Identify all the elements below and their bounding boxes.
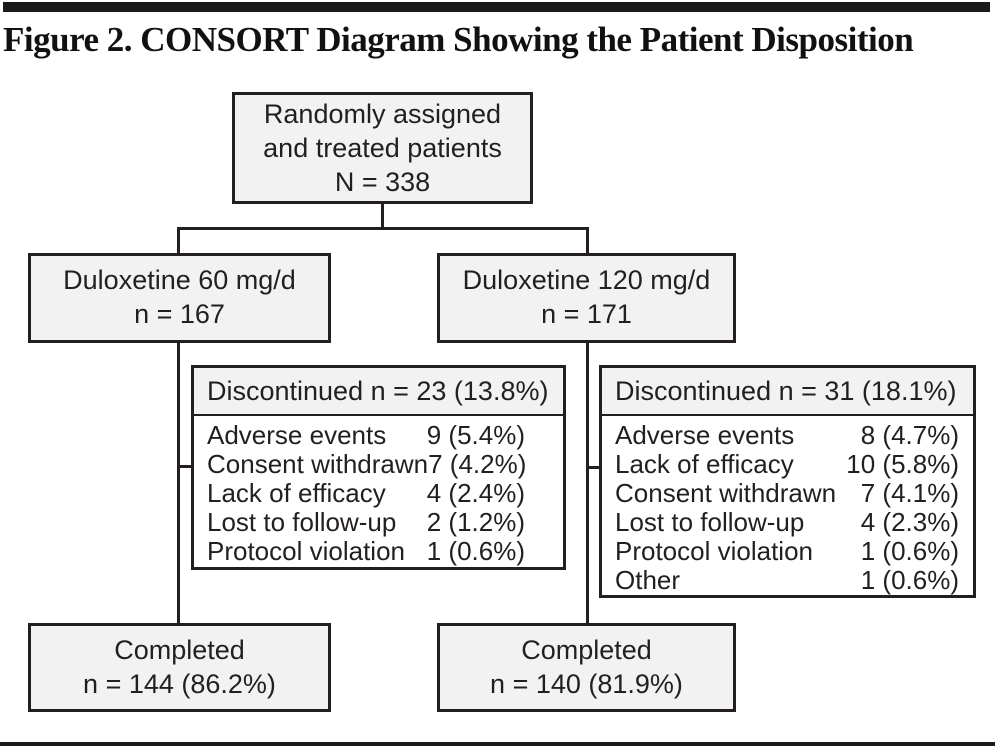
bottom-rule [0, 742, 995, 746]
reason-value: 10 (5.8%) [846, 449, 959, 479]
completed-box-60mg: Completed n = 144 (86.2%) [28, 623, 331, 712]
reason-row: Protocol violation 1 (0.6%) [615, 537, 959, 566]
reason-label: Lack of efficacy [615, 449, 794, 479]
arm-120-n: n = 171 [541, 299, 632, 329]
reason-row: Lost to follow-up 2 (1.2%) [207, 508, 525, 537]
arm-120-label: Duloxetine 120 mg/d [462, 265, 711, 295]
discontinued-120-header: Discontinued n = 31 (18.1%) [602, 368, 973, 416]
top-rule [3, 2, 990, 12]
discontinued-box-120mg: Discontinued n = 31 (18.1%) Adverse even… [599, 365, 976, 598]
connector-left-drop [177, 227, 180, 254]
reason-row: Protocol violation 1 (0.6%) [207, 537, 525, 566]
reason-row: Lack of efficacy 4 (2.4%) [207, 479, 525, 508]
reason-label: Protocol violation [207, 536, 405, 566]
arm-box-duloxetine-120: Duloxetine 120 mg/d n = 171 [437, 253, 736, 343]
reason-value: 1 (0.6%) [426, 536, 525, 566]
randomized-line-3: N = 338 [334, 167, 431, 197]
reason-label: Lack of efficacy [207, 478, 386, 508]
reason-row: Lack of efficacy 10 (5.8%) [615, 450, 959, 479]
reason-value: 4 (2.3%) [860, 507, 959, 537]
completed-box-120mg: Completed n = 140 (81.9%) [437, 623, 736, 712]
randomized-line-1: Randomly assigned [263, 99, 502, 129]
reason-value: 9 (5.4%) [426, 420, 525, 450]
reason-row: Consent withdrawn 7 (4.1%) [615, 479, 959, 508]
reason-label: Consent withdrawn [207, 449, 429, 479]
reason-value: 1 (0.6%) [860, 536, 959, 566]
completed-60-label: Completed [114, 635, 245, 665]
reason-value: 4 (2.4%) [426, 478, 525, 508]
reason-label: Lost to follow-up [207, 507, 397, 537]
connector-left-trunk [177, 341, 180, 624]
reason-label: Lost to follow-up [615, 507, 805, 537]
reason-row: Adverse events 8 (4.7%) [615, 421, 959, 450]
discontinued-box-60mg: Discontinued n = 23 (13.8%) Adverse even… [191, 365, 566, 570]
completed-120-n: n = 140 (81.9%) [490, 669, 683, 699]
discontinued-120-list: Adverse events 8 (4.7%) Lack of efficacy… [602, 416, 973, 595]
connector-top-vertical [381, 203, 384, 229]
reason-value: 7 (4.2%) [428, 449, 527, 479]
completed-60-n: n = 144 (86.2%) [83, 669, 276, 699]
completed-120-label: Completed [521, 635, 652, 665]
discontinued-60-header: Discontinued n = 23 (13.8%) [194, 368, 563, 416]
connector-right-trunk [586, 341, 589, 624]
connector-left-branch [177, 465, 193, 468]
randomized-box: Randomly assigned and treated patients N… [232, 92, 533, 204]
reason-value: 8 (4.7%) [860, 420, 959, 450]
reason-label: Other [615, 565, 681, 595]
connector-horizontal [177, 227, 589, 230]
reason-label: Adverse events [207, 420, 387, 450]
reason-row: Adverse events 9 (5.4%) [207, 421, 525, 450]
reason-row: Consent withdrawn 7 (4.2%) [207, 449, 527, 479]
discontinued-60-list: Adverse events 9 (5.4%) Consent withdraw… [194, 416, 563, 566]
reason-label: Protocol violation [615, 536, 813, 566]
figure-title: Figure 2. CONSORT Diagram Showing the Pa… [3, 20, 914, 59]
reason-row: Other 1 (0.6%) [615, 566, 959, 595]
reason-value: 7 (4.1%) [860, 478, 959, 508]
arm-60-n: n = 167 [134, 299, 225, 329]
reason-value: 2 (1.2%) [426, 507, 525, 537]
arm-box-duloxetine-60: Duloxetine 60 mg/d n = 167 [28, 253, 331, 343]
randomized-line-2: and treated patients [263, 133, 502, 163]
connector-right-drop [586, 227, 589, 254]
connector-right-branch [586, 466, 601, 469]
reason-value: 1 (0.6%) [860, 565, 959, 595]
reason-label: Consent withdrawn [615, 478, 837, 508]
reason-row: Lost to follow-up 4 (2.3%) [615, 508, 959, 537]
reason-label: Adverse events [615, 420, 795, 450]
arm-60-label: Duloxetine 60 mg/d [63, 265, 296, 295]
